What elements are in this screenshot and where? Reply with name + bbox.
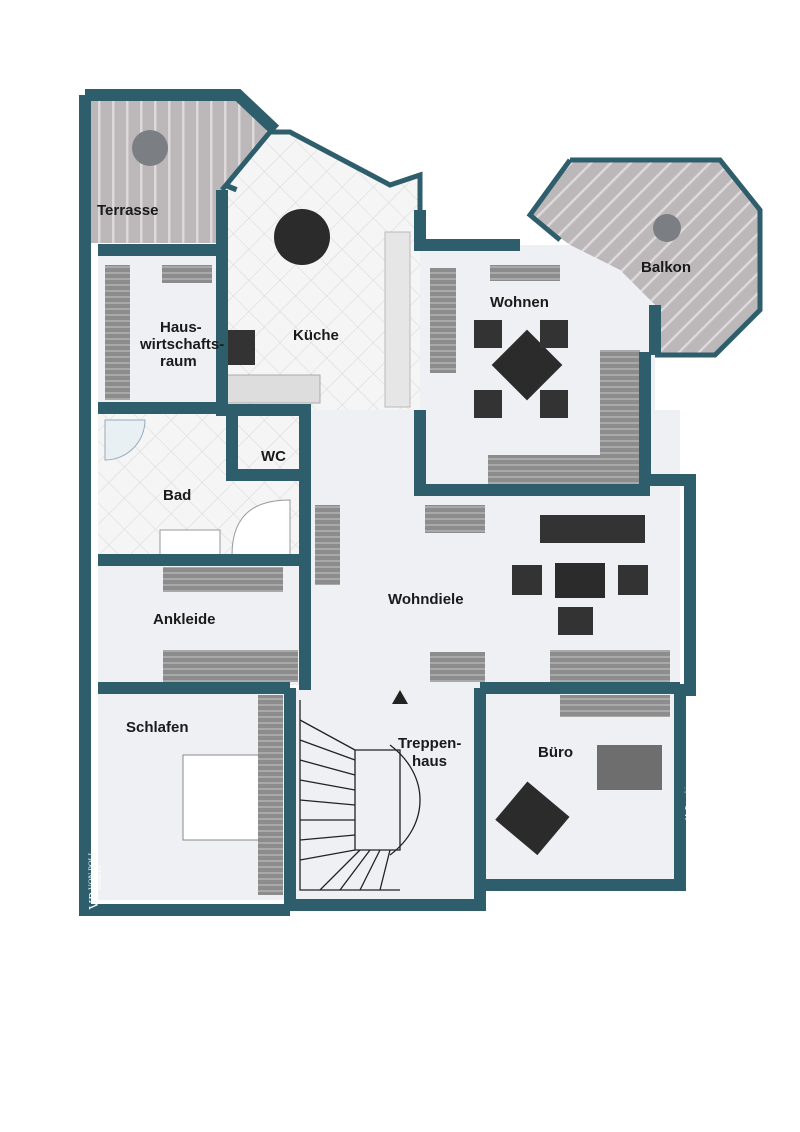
wc-floor — [232, 412, 305, 475]
logo: VP VON POLL IMMOBILIEN — [87, 851, 102, 910]
furniture — [104, 130, 681, 895]
terrasse-floor — [85, 95, 275, 243]
entrance-arrow — [392, 690, 408, 704]
svg-text:VON POLL: VON POLL — [87, 851, 96, 890]
svg-text:IMMOBILIEN: IMMOBILIEN — [97, 865, 102, 890]
label-buero: Büro — [538, 744, 573, 761]
room-labels: Terrasse Küche Balkon Wohnen Haus- wirts… — [97, 202, 691, 770]
kueche-floor — [222, 132, 420, 410]
kitchen-counter — [384, 231, 411, 408]
label-balkon: Balkon — [641, 259, 691, 276]
treppenhaus-floor — [290, 690, 480, 900]
dining-table — [274, 209, 330, 265]
svg-text:VP: VP — [87, 892, 102, 910]
label-wohndiele: Wohndiele — [388, 591, 464, 608]
label-treppenhaus-1: Treppen- — [398, 735, 461, 752]
label-ankleide: Ankleide — [153, 611, 216, 628]
watermark: McGrundriss — [685, 780, 692, 820]
balkon-floor — [530, 160, 760, 355]
label-hwr-2: wirtschafts- — [139, 336, 224, 353]
label-wohnen: Wohnen — [490, 294, 549, 311]
stairs — [299, 700, 421, 891]
label-wc: WC — [261, 448, 286, 465]
label-schlafen: Schlafen — [126, 719, 189, 736]
label-hwr-3: raum — [160, 353, 197, 370]
label-terrasse: Terrasse — [97, 202, 158, 219]
label-treppenhaus-2: haus — [412, 753, 447, 770]
label-hwr-1: Haus- — [160, 319, 202, 336]
label-bad: Bad — [163, 487, 191, 504]
label-kueche: Küche — [293, 327, 339, 344]
